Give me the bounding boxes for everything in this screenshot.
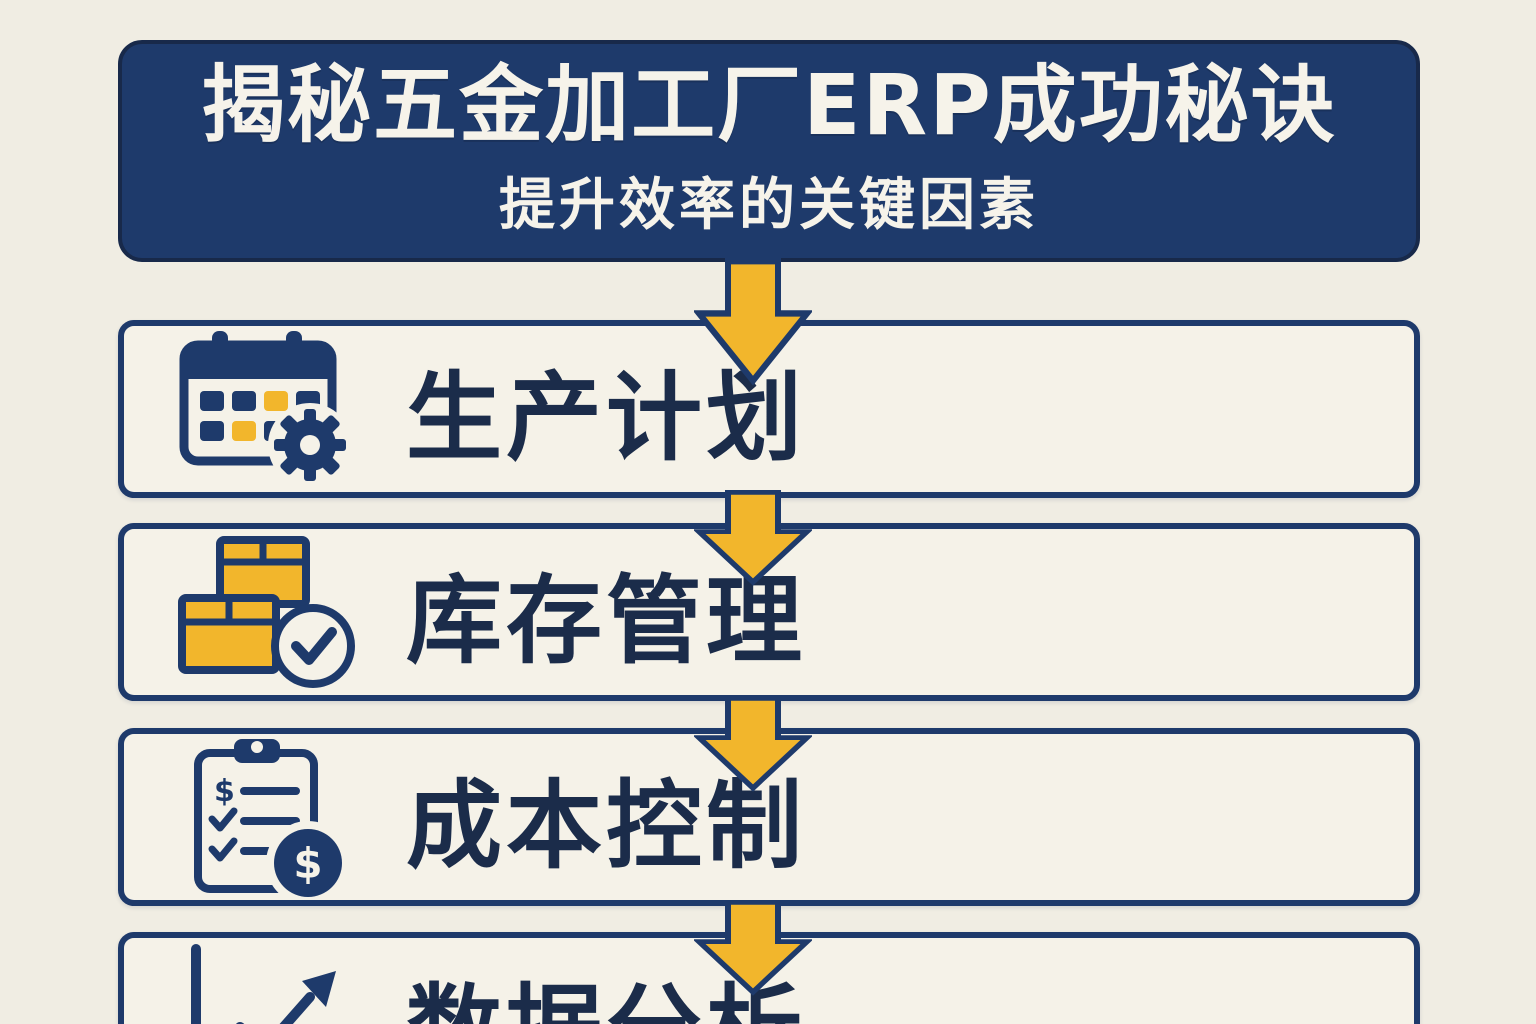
title-banner: 揭秘五金加工厂ERP成功秘诀 提升效率的关键因素 [118, 40, 1420, 262]
page-title: 揭秘五金加工厂ERP成功秘诀 [201, 56, 1337, 155]
down-arrow-icon [694, 258, 812, 386]
step-label: 库存管理 [406, 564, 806, 677]
step-box-cost-control: $ $ 成本控制 [118, 728, 1420, 906]
inventory-boxes-check-icon [169, 532, 364, 692]
down-arrow-icon [694, 490, 812, 586]
step-label: 成本控制 [406, 769, 806, 882]
down-arrow-icon [694, 696, 812, 792]
clipboard-dollar-icon: $ $ [169, 737, 364, 897]
down-arrow-icon [694, 900, 812, 996]
page-subtitle: 提升效率的关键因素 [499, 172, 1039, 238]
chart-growth-icon [169, 941, 364, 1024]
calendar-gear-icon [169, 329, 364, 489]
step-label: 数据分析 [406, 952, 806, 1024]
step-label: 生产计划 [406, 361, 806, 474]
svg-text:$: $ [293, 839, 322, 888]
svg-text:$: $ [214, 774, 235, 809]
